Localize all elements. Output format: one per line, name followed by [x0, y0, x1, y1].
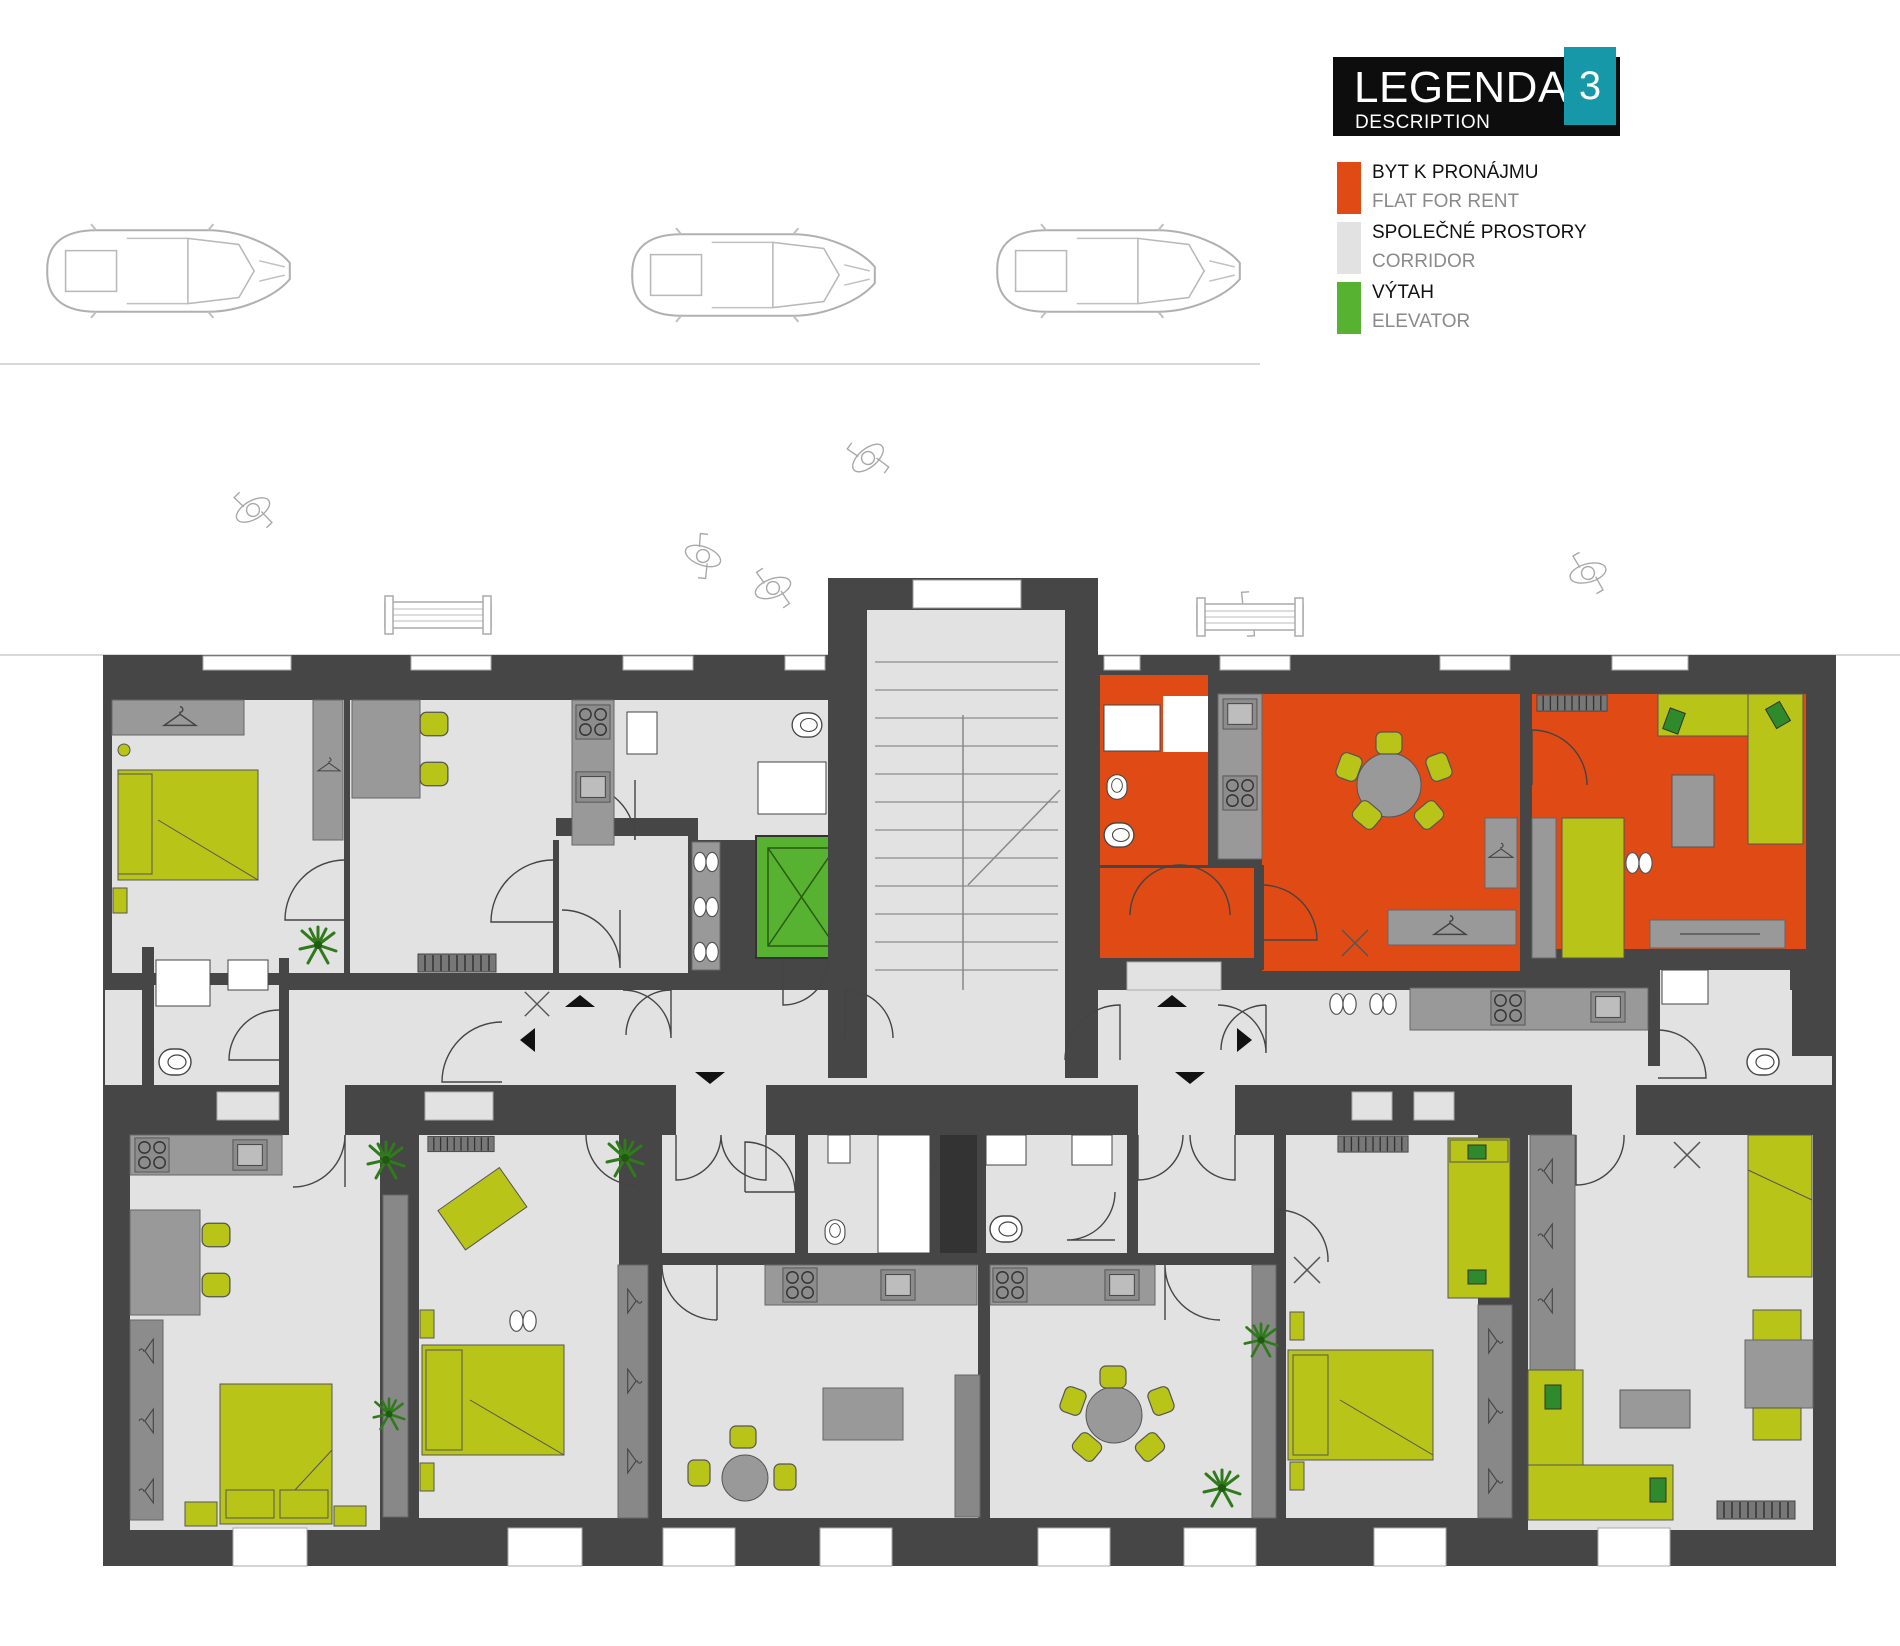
floor-number-badge: 3	[1564, 47, 1616, 125]
stair-icon	[875, 661, 1061, 990]
legend-label-cz: SPOLEČNÉ PROSTORY	[1372, 222, 1587, 243]
windows-bottom	[232, 1527, 1671, 1567]
legend-label-en: ELEVATOR	[1372, 311, 1471, 332]
legend-header: LEGENDA DESCRIPTION 3	[1333, 47, 1620, 136]
legend-subtitle: DESCRIPTION	[1355, 112, 1491, 133]
legend-label-en: CORRIDOR	[1372, 251, 1476, 272]
car-icon	[631, 227, 876, 323]
legend-swatch-corridor	[1337, 222, 1361, 274]
bench-icon	[1196, 597, 1304, 637]
legend-swatch-flat	[1337, 162, 1361, 214]
bench-icon	[384, 595, 492, 635]
car-icon	[46, 223, 291, 319]
pedestrian-icon	[839, 428, 897, 488]
shower-icon	[757, 761, 827, 815]
legend-item-flat-for-rent: BYT K PRONÁJMU FLAT FOR RENT	[1333, 162, 1623, 222]
legend-label-en: FLAT FOR RENT	[1372, 191, 1520, 212]
legend-item-elevator: VÝTAH ELEVATOR	[1333, 282, 1623, 342]
legend-item-corridor: SPOLEČNÉ PROSTORY CORRIDOR	[1333, 222, 1623, 282]
direction-arrow-icon	[520, 995, 1252, 1084]
pedestrian-icon	[747, 560, 799, 616]
legend-label-cz: BYT K PRONÁJMU	[1372, 162, 1539, 183]
legend-swatch-elevator	[1337, 282, 1361, 334]
toilet-icon	[791, 712, 823, 738]
car-icon	[996, 223, 1241, 319]
door-swing-icon	[228, 729, 1707, 1321]
pedestrian-icon	[225, 480, 281, 540]
legend-label-cz: VÝTAH	[1372, 282, 1434, 303]
windows-top	[202, 655, 1689, 671]
pedestrian-icon	[677, 528, 729, 584]
legend: LEGENDA DESCRIPTION 3 BYT K PRONÁJMU FLA…	[1333, 47, 1623, 342]
radiator-icon	[416, 953, 498, 973]
legend-title: LEGENDA	[1354, 63, 1568, 112]
pedestrian-icon	[1563, 546, 1613, 600]
legend-items: BYT K PRONÁJMU FLAT FOR RENT SPOLEČNÉ PR…	[1333, 162, 1623, 342]
